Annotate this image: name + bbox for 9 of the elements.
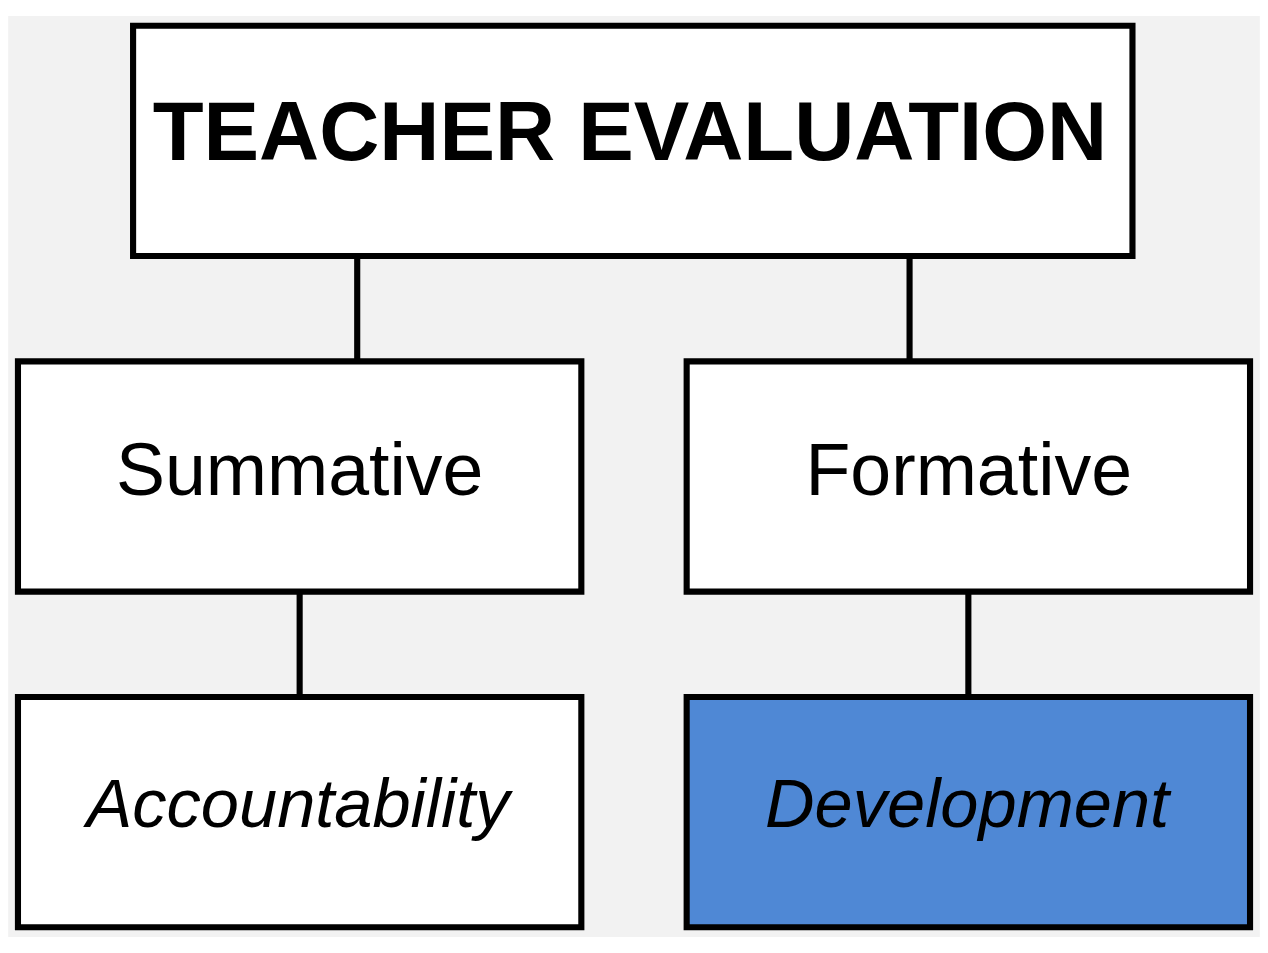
node-box: Accountability <box>14 693 585 931</box>
node-box: TEACHER EVALUATION <box>130 22 1136 260</box>
node-box: Development <box>683 693 1254 931</box>
connector <box>354 256 361 361</box>
connector <box>906 256 913 361</box>
node-box: Summative <box>14 358 585 595</box>
node-box: Formative <box>683 358 1254 595</box>
connector <box>296 592 303 697</box>
connector <box>965 592 972 697</box>
